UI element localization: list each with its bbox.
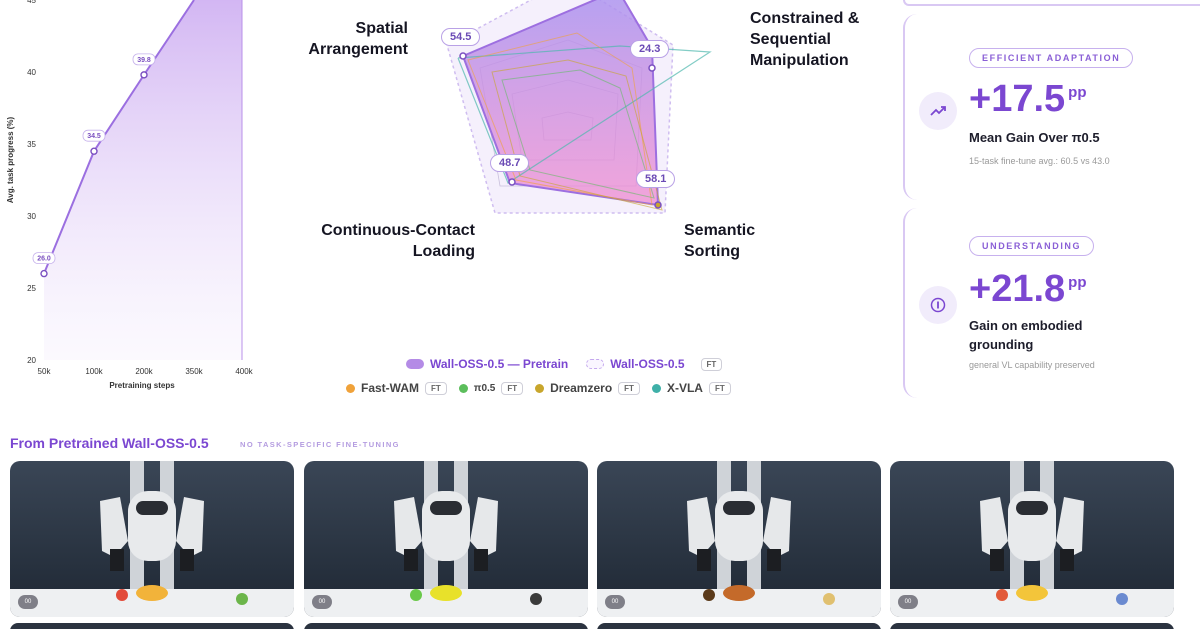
legend-item-xvla[interactable]: X-VLA FT bbox=[651, 381, 731, 395]
y-tick-label: 25 bbox=[27, 284, 36, 293]
radar-label-continuous: Continuous-Contact Loading bbox=[321, 222, 475, 260]
legend-tag: FT bbox=[425, 381, 447, 395]
chart-line bbox=[43, 0, 195, 274]
legend-tag: FT bbox=[618, 381, 640, 395]
data-point bbox=[140, 71, 148, 79]
legend-tag: FT bbox=[708, 381, 731, 395]
robot-scene-image bbox=[10, 461, 294, 617]
line-chart: 26.0 34.5 39.8 45 40 35 30 25 20 50k 100k 200k 350… bbox=[6, 0, 254, 390]
y-tick-label: 30 bbox=[27, 212, 36, 221]
legend-tag: FT bbox=[700, 357, 723, 371]
video-card-next-row bbox=[597, 623, 881, 629]
stat-subtext: general VL capability preserved bbox=[969, 360, 1095, 370]
legend-item-dreamzero[interactable]: Dreamzero FT bbox=[535, 381, 640, 395]
radar-point bbox=[654, 201, 662, 209]
stat-label: Gain on embodied grounding bbox=[969, 318, 1083, 352]
x-tick-label: 350k bbox=[185, 367, 203, 376]
legend-row-2: Fast-WAM FT π0.5 FT Dreamzero FT X-VLA F… bbox=[346, 381, 731, 395]
radar-series-pretrain bbox=[461, 0, 660, 207]
legend-swatch bbox=[651, 383, 661, 393]
section-tag: NO TASK-SPECIFIC FINE-TUNING bbox=[240, 440, 400, 449]
point-label: 34.5 bbox=[87, 133, 101, 140]
radar-point bbox=[508, 178, 516, 186]
radar-value-badge: 24.3 bbox=[630, 40, 670, 58]
legend-row-1: Wall-OSS-0.5 — Pretrain Wall-OSS-0.5 FT bbox=[406, 357, 723, 371]
radar-label-spatial: Spatial Arrangement bbox=[308, 20, 408, 58]
y-axis-title: Avg. task progress (%) bbox=[6, 116, 15, 203]
data-point bbox=[90, 147, 98, 155]
radar-series-xvla bbox=[457, 45, 712, 184]
radar-series-dreamzero bbox=[491, 59, 663, 211]
data-point bbox=[40, 269, 48, 278]
series-line bbox=[43, 0, 195, 274]
video-card[interactable]: 00 bbox=[890, 461, 1174, 617]
card-top-edge bbox=[903, 0, 1200, 6]
radar-chart: Spatial Arrangement Constrained & Sequen… bbox=[280, 0, 900, 350]
video-play-chip[interactable]: 00 bbox=[312, 595, 332, 609]
radar-value-badge: 48.7 bbox=[490, 154, 530, 172]
radar-point bbox=[459, 52, 467, 60]
robot-scene-image bbox=[890, 461, 1174, 617]
y-tick-label: 35 bbox=[27, 140, 36, 149]
point-label: 26.0 bbox=[37, 256, 51, 263]
video-card-next-row bbox=[304, 623, 588, 629]
legend-tag: FT bbox=[501, 381, 524, 395]
radar-value-badge: 54.5 bbox=[441, 28, 481, 46]
point-label-bg bbox=[132, 53, 156, 66]
legend-item-ft[interactable]: Wall-OSS-0.5 FT bbox=[586, 357, 723, 371]
y-tick-label: 20 bbox=[27, 356, 36, 365]
info-icon bbox=[919, 286, 957, 324]
stat-tag: EFFICIENT ADAPTATION bbox=[969, 48, 1134, 68]
legend-swatch bbox=[458, 383, 468, 393]
radar-label-constrained: Constrained & Sequential Manipulation bbox=[750, 10, 860, 69]
chart-area bbox=[44, 0, 243, 360]
video-card[interactable]: 00 bbox=[10, 461, 294, 617]
video-card[interactable]: 00 bbox=[597, 461, 881, 617]
x-tick-label: 400k bbox=[235, 367, 253, 376]
legend-swatch bbox=[346, 383, 355, 393]
x-tick-label: 200k bbox=[135, 367, 153, 376]
video-play-chip[interactable]: 00 bbox=[605, 595, 625, 609]
legend-item-fastwam[interactable]: Fast-WAM FT bbox=[346, 381, 447, 395]
point-label-bg bbox=[32, 252, 56, 265]
legend-item-pretrain[interactable]: Wall-OSS-0.5 — Pretrain bbox=[406, 357, 568, 371]
legend-swatch bbox=[586, 359, 605, 369]
robot-scene-image bbox=[304, 461, 588, 617]
legend-swatch bbox=[406, 359, 424, 369]
trend-up-icon bbox=[919, 92, 957, 130]
x-tick-label: 100k bbox=[85, 367, 103, 376]
stat-label: Mean Gain Over π0.5 bbox=[969, 130, 1100, 145]
legend-swatch bbox=[535, 383, 545, 393]
stat-subtext: 15-task fine-tune avg.: 60.5 vs 43.0 bbox=[969, 156, 1110, 166]
radar-label-semantic: Semantic Sorting bbox=[684, 222, 756, 260]
x-tick-label: 50k bbox=[38, 367, 52, 376]
radar-series-pi bbox=[501, 69, 655, 199]
robot-scene-image bbox=[597, 461, 881, 617]
video-play-chip[interactable]: 00 bbox=[18, 595, 38, 609]
video-card[interactable]: 00 bbox=[304, 461, 588, 617]
radar-value-badge: 58.1 bbox=[636, 170, 676, 188]
stat-tag: UNDERSTANDING bbox=[969, 236, 1095, 256]
y-tick-label: 45 bbox=[27, 0, 36, 5]
radar-point bbox=[648, 64, 656, 72]
video-card-next-row bbox=[890, 623, 1174, 629]
chart-area-fill bbox=[44, 0, 242, 360]
section-title: From Pretrained Wall-OSS-0.5 bbox=[10, 435, 209, 451]
legend-item-pi05[interactable]: π0.5 FT bbox=[458, 381, 524, 395]
point-label: 39.8 bbox=[137, 57, 151, 64]
y-tick-label: 40 bbox=[27, 68, 36, 77]
radar-series-fastwam bbox=[467, 32, 653, 206]
x-axis-title: Pretraining steps bbox=[109, 381, 175, 390]
video-card-next-row bbox=[10, 623, 294, 629]
point-label-bg bbox=[82, 129, 106, 142]
video-play-chip[interactable]: 00 bbox=[898, 595, 918, 609]
